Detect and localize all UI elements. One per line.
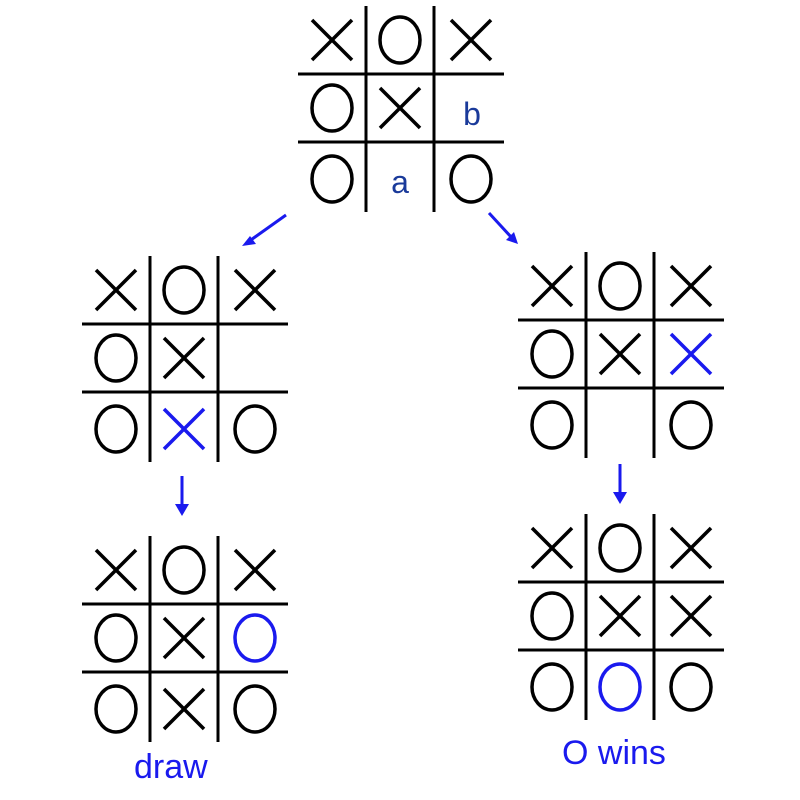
x-mark-icon [233,268,277,312]
right-move-board [518,252,724,463]
o-mark-icon [94,333,138,383]
right-move-board-grid [518,252,724,458]
x-mark-icon [162,336,206,380]
x-mark-icon [378,86,422,130]
arrow-root-to-right-icon [487,211,518,244]
root-label-a: a [391,164,409,200]
right-final-board-grid [518,514,724,720]
o-mark-icon [233,684,277,734]
o-mark-icon [530,329,574,379]
right-final-board [518,514,724,725]
o-wins-caption: O wins [562,734,666,772]
x-mark-icon [310,18,354,62]
arrow-root-to-left-icon [242,213,287,246]
o-mark-icon [598,523,642,573]
o-mark-icon [94,613,138,663]
x-mark-icon [94,268,138,312]
o-mark-icon [162,545,206,595]
x-mark-icon [669,526,713,570]
o-mark-icon [530,400,574,450]
root-board: b a [298,6,504,217]
o-mark-icon [310,83,354,133]
left-final-board-grid [82,536,288,742]
x-mark-icon [598,332,642,376]
left-move-board [82,256,288,467]
o-mark-icon [378,15,422,65]
draw-caption: draw [134,748,208,786]
o-mark-blue-icon [598,662,642,712]
x-mark-icon [669,594,713,638]
x-mark-icon [530,526,574,570]
o-mark-icon [669,400,713,450]
o-mark-icon [669,662,713,712]
root-board-grid [298,6,504,212]
o-mark-blue-icon [233,613,277,663]
x-mark-icon [530,264,574,308]
x-mark-blue-icon [669,332,713,376]
x-mark-icon [94,548,138,592]
x-mark-icon [162,616,206,660]
x-mark-icon [449,18,493,62]
root-label-b: b [463,96,481,132]
o-mark-icon [94,404,138,454]
x-mark-blue-icon [162,407,206,451]
x-mark-icon [162,687,206,731]
left-final-board [82,536,288,747]
x-mark-icon [598,594,642,638]
o-mark-icon [530,662,574,712]
left-move-board-grid [82,256,288,462]
o-mark-icon [530,591,574,641]
o-mark-icon [598,261,642,311]
arrow-right-down-icon [613,464,627,504]
o-mark-icon [310,154,354,204]
o-mark-icon [233,404,277,454]
x-mark-icon [233,548,277,592]
o-mark-icon [94,684,138,734]
arrow-left-down-icon [175,476,189,516]
x-mark-icon [669,264,713,308]
o-mark-icon [162,265,206,315]
o-mark-icon [449,154,493,204]
